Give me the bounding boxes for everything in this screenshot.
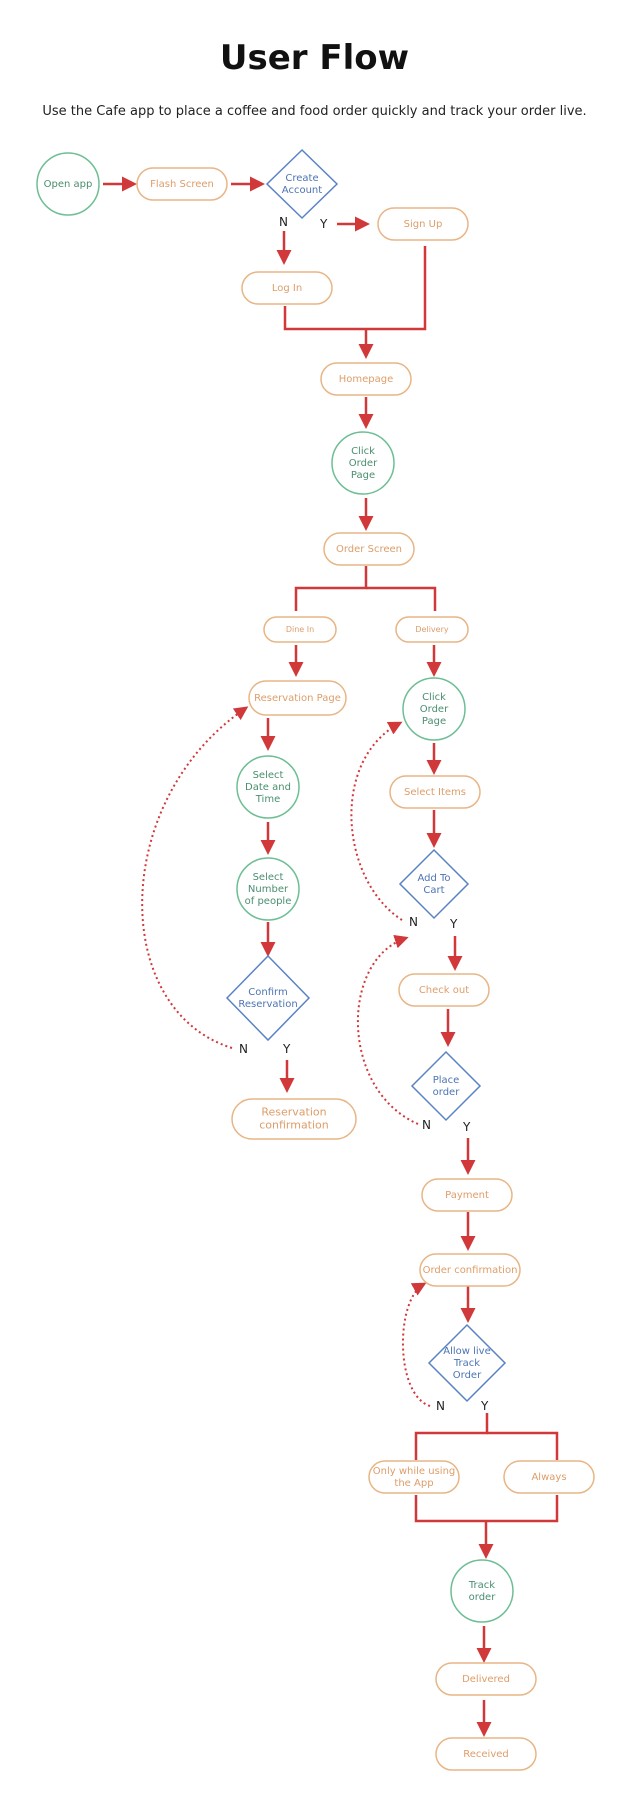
node-confirm-reservation	[225, 954, 311, 1042]
label-order-confirmation: Order confirmation	[423, 1265, 518, 1276]
label-homepage: Homepage	[339, 374, 394, 385]
node-place-order	[410, 1050, 482, 1122]
no-label-create: N	[279, 215, 288, 229]
yes-label-create: Y	[319, 217, 328, 231]
node-delivery	[395, 616, 469, 643]
node-homepage	[320, 362, 412, 396]
label-sign-up: Sign Up	[404, 219, 443, 230]
node-received	[435, 1737, 537, 1771]
loop-cart-no	[350, 721, 403, 921]
yes-label-place: Y	[462, 1120, 471, 1134]
decision-labels: N Y N Y N Y N Y N Y	[239, 215, 489, 1413]
node-open-app	[36, 152, 100, 216]
label-received: Received	[463, 1749, 509, 1760]
no-label-cart: N	[409, 915, 418, 929]
node-order-screen	[323, 532, 415, 566]
no-label-allow: N	[436, 1399, 445, 1413]
edge-login-merge	[283, 246, 427, 331]
node-track-order	[450, 1559, 514, 1623]
node-add-to-cart	[398, 848, 470, 920]
loop-place-no	[356, 934, 419, 1125]
node-select-date-time	[236, 755, 300, 819]
label-select-items: Select Items	[404, 787, 466, 798]
label-delivery: Delivery	[415, 625, 448, 634]
label-reservation-page: Reservation Page	[254, 693, 341, 704]
node-dine-in	[263, 616, 337, 643]
label-always: Always	[531, 1472, 566, 1483]
loopbacks	[141, 706, 431, 1407]
loop-confirm-no	[141, 706, 249, 1049]
yes-label-allow: Y	[480, 1399, 489, 1413]
page-subtitle: Use the Cafe app to place a coffee and f…	[42, 104, 587, 119]
no-label-confirm: N	[239, 1042, 248, 1056]
loop-allow-no	[401, 1282, 431, 1407]
node-only-while-using	[368, 1460, 460, 1494]
edge-order-split-right	[366, 586, 437, 611]
edge-allow-split	[414, 1413, 489, 1460]
label-dine-in: Dine In	[286, 625, 314, 634]
page-title: User Flow	[219, 38, 410, 78]
pill-labels: Flash Screen Sign Up Log In Homepage Ord…	[150, 179, 566, 1760]
label-flash-screen: Flash Screen	[150, 179, 214, 190]
node-order-confirmation	[419, 1253, 521, 1287]
yes-label-confirm: Y	[282, 1042, 291, 1056]
edge-perm-merge	[414, 1495, 559, 1523]
label-payment: Payment	[445, 1190, 489, 1201]
label-open-app: Open app	[44, 179, 93, 190]
pill-nodes	[136, 167, 595, 1771]
node-allow-live-track	[427, 1323, 507, 1403]
node-click-order-page-1	[331, 431, 395, 495]
label-check-out: Check out	[419, 985, 469, 996]
node-select-items	[389, 775, 481, 809]
diamond-nodes	[225, 148, 507, 1403]
node-log-in	[241, 271, 333, 305]
node-always	[503, 1460, 595, 1494]
label-delivered: Delivered	[462, 1674, 510, 1685]
node-delivered	[435, 1662, 537, 1696]
yes-label-cart: Y	[449, 917, 458, 931]
node-select-people	[236, 857, 300, 921]
node-sign-up	[377, 207, 469, 241]
node-click-order-page-2	[402, 677, 466, 741]
node-flash-screen	[136, 167, 228, 201]
connectors	[103, 176, 559, 1737]
node-check-out	[398, 973, 490, 1007]
node-payment	[421, 1178, 513, 1212]
label-order-screen: Order Screen	[336, 544, 402, 555]
circle-nodes	[36, 152, 514, 1623]
node-create-account	[265, 148, 339, 220]
edge-allow-split-right	[487, 1431, 559, 1460]
label-log-in: Log In	[272, 283, 302, 294]
node-reservation-page	[248, 680, 347, 716]
node-reservation-confirmation	[231, 1098, 357, 1140]
edge-order-split	[294, 566, 368, 611]
no-label-place: N	[422, 1118, 431, 1132]
